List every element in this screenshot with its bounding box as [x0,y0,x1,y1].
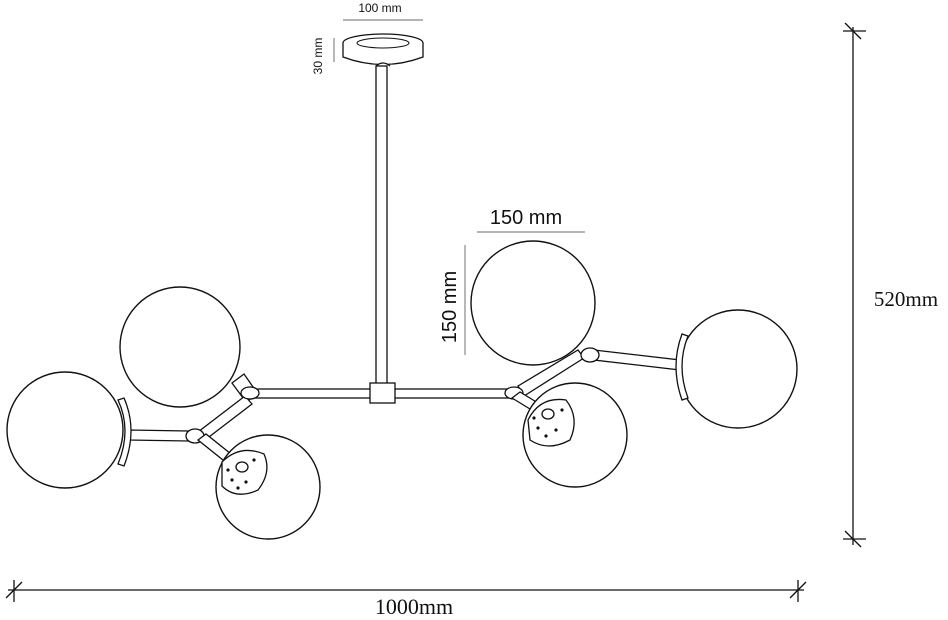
canopy-width-label: 100 mm [358,1,401,15]
total-height-dimension: 520mm [843,22,938,548]
globe-height-label: 150 mm [439,271,461,343]
canopy-width-dimension: 100 mm [343,1,423,21]
globe-width-dimension: 150 mm [477,207,585,233]
ceiling-canopy [342,33,424,66]
globe-far-left [6,371,132,489]
canopy-height-dimension: 30 mm [311,38,335,75]
globe-lower-left [215,434,321,540]
canopy-height-label: 30 mm [311,38,325,75]
center-stem [375,62,391,385]
total-height-label: 520mm [874,287,938,311]
globe-height-dimension: 150 mm [439,245,466,355]
total-width-dimension: 1000mm [5,580,807,619]
globe-width-label: 150 mm [490,207,562,229]
globe-upper-left [119,286,241,408]
horizontal-arm [254,382,517,404]
globe-upper-right [470,240,596,366]
globe-far-right [675,309,798,429]
globe-lower-right [522,382,628,488]
total-width-label: 1000mm [375,594,453,619]
